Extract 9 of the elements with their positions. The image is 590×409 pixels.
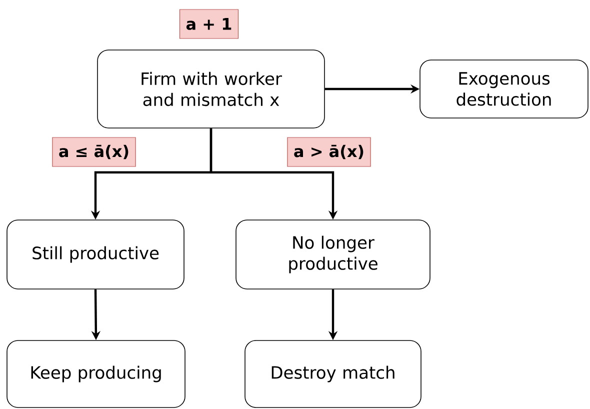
edge-label: a ≤ ā(x) <box>52 137 136 167</box>
process-box: Still productive <box>6 220 184 290</box>
process-box: No longer productive <box>236 220 430 290</box>
process-box: Keep producing <box>6 340 186 408</box>
process-box: Exogenous destruction <box>420 60 588 118</box>
edge-label: a > ā(x) <box>287 137 371 167</box>
process-box: Firm with worker and mismatch x <box>97 50 325 128</box>
condition-tag: a + 1 <box>179 9 239 39</box>
process-box: Destroy match <box>244 340 422 408</box>
